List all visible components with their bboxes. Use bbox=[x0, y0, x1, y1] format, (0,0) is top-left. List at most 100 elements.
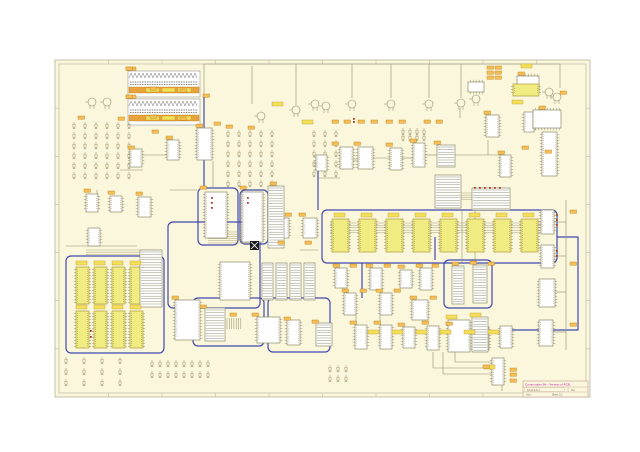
ic-chip[interactable] bbox=[300, 217, 320, 239]
connector[interactable] bbox=[261, 262, 274, 301]
ic-chip[interactable] bbox=[538, 244, 557, 269]
connector[interactable] bbox=[434, 174, 462, 209]
ram-chip[interactable] bbox=[128, 310, 145, 349]
connector[interactable] bbox=[471, 316, 489, 353]
transistor[interactable] bbox=[85, 97, 97, 109]
ic-chip[interactable] bbox=[417, 267, 435, 291]
ic-chip[interactable] bbox=[332, 267, 350, 289]
resistor-array[interactable] bbox=[64, 357, 122, 387]
ram-chip[interactable] bbox=[74, 310, 91, 349]
bus-outline[interactable] bbox=[65, 255, 165, 354]
ic-chip[interactable] bbox=[172, 299, 203, 341]
transistor[interactable] bbox=[550, 92, 562, 104]
ram-chip[interactable] bbox=[92, 310, 109, 349]
ram-chip[interactable] bbox=[74, 266, 91, 305]
transistor[interactable] bbox=[454, 98, 466, 110]
resistor-array[interactable] bbox=[328, 365, 348, 383]
ic-chip[interactable] bbox=[284, 319, 303, 346]
transistor[interactable] bbox=[422, 99, 434, 111]
transistor[interactable] bbox=[289, 105, 301, 117]
ic-chip[interactable] bbox=[313, 154, 330, 172]
ic-chip[interactable] bbox=[409, 299, 431, 321]
ic-chip[interactable] bbox=[400, 326, 418, 349]
ic-chip[interactable] bbox=[377, 292, 395, 316]
transistor[interactable] bbox=[254, 111, 266, 123]
ic-chip[interactable] bbox=[254, 316, 283, 344]
ic-chip[interactable] bbox=[489, 357, 507, 386]
resistor-array[interactable] bbox=[72, 122, 131, 180]
ic-chip[interactable] bbox=[341, 292, 359, 316]
ram-chip[interactable] bbox=[110, 266, 127, 305]
connector[interactable] bbox=[472, 264, 488, 304]
ic-chip[interactable] bbox=[497, 154, 514, 178]
resistor-array[interactable] bbox=[226, 130, 274, 188]
connector[interactable] bbox=[451, 265, 465, 305]
ram-chip[interactable] bbox=[110, 310, 127, 349]
edge-connector[interactable] bbox=[125, 66, 201, 98]
ic-chip[interactable] bbox=[377, 324, 395, 350]
ic-chip[interactable] bbox=[355, 146, 376, 170]
ram-chip[interactable] bbox=[357, 218, 378, 253]
transistor[interactable] bbox=[345, 99, 357, 111]
ic-chip[interactable] bbox=[217, 261, 253, 301]
transistor[interactable] bbox=[319, 101, 331, 113]
ram-chip[interactable] bbox=[438, 218, 459, 253]
ic-chip[interactable] bbox=[536, 278, 558, 308]
wire[interactable] bbox=[432, 352, 495, 369]
connector[interactable] bbox=[436, 144, 456, 168]
wire[interactable] bbox=[454, 352, 495, 363]
ic-chip[interactable] bbox=[83, 193, 101, 213]
ic-chip[interactable] bbox=[164, 139, 182, 161]
connector[interactable] bbox=[275, 262, 288, 301]
ic-chip[interactable] bbox=[85, 227, 103, 247]
ic-chip[interactable] bbox=[107, 195, 125, 213]
ic-chip[interactable] bbox=[135, 196, 154, 218]
connector[interactable] bbox=[303, 262, 316, 301]
ram-chip[interactable] bbox=[384, 218, 405, 253]
ram-chip[interactable] bbox=[411, 218, 432, 253]
resistor-network[interactable] bbox=[226, 318, 242, 329]
ic-chip[interactable] bbox=[483, 114, 502, 138]
ic-chip[interactable] bbox=[424, 325, 442, 351]
transistor[interactable] bbox=[100, 97, 112, 109]
ic-chip[interactable] bbox=[367, 267, 385, 291]
ic-chip[interactable] bbox=[539, 131, 560, 177]
crystal[interactable] bbox=[250, 241, 259, 250]
ic-chip[interactable] bbox=[127, 148, 145, 168]
ic-chip[interactable] bbox=[397, 269, 415, 289]
connector[interactable] bbox=[139, 249, 163, 308]
ic-chip[interactable] bbox=[387, 147, 405, 171]
bus-outline[interactable] bbox=[443, 259, 493, 309]
ram-chip[interactable] bbox=[330, 218, 351, 253]
ic-chip[interactable] bbox=[194, 127, 215, 161]
transistor[interactable] bbox=[542, 87, 554, 99]
transistor[interactable] bbox=[469, 94, 481, 106]
ic-chip[interactable] bbox=[202, 191, 230, 239]
ram-chip[interactable] bbox=[519, 218, 540, 253]
ram-chip[interactable] bbox=[511, 83, 541, 97]
ic-chip[interactable] bbox=[352, 324, 370, 350]
ic-chip[interactable] bbox=[538, 209, 557, 235]
connector[interactable] bbox=[267, 185, 285, 249]
ic-chip[interactable] bbox=[497, 325, 515, 349]
ic-chip[interactable] bbox=[532, 107, 562, 131]
transistor[interactable] bbox=[384, 99, 396, 111]
bus-outline[interactable] bbox=[197, 187, 239, 246]
connector[interactable] bbox=[315, 322, 333, 347]
connector[interactable] bbox=[289, 262, 302, 301]
ram-chip[interactable] bbox=[492, 218, 513, 253]
ic-chip[interactable] bbox=[445, 319, 473, 353]
ic-chip[interactable] bbox=[536, 319, 556, 347]
transistor[interactable] bbox=[308, 99, 320, 111]
connector[interactable] bbox=[204, 307, 226, 342]
resistor-array[interactable] bbox=[150, 360, 210, 379]
ic-chip[interactable] bbox=[521, 111, 537, 133]
ram-chip[interactable] bbox=[92, 266, 109, 305]
ic-chip[interactable] bbox=[467, 79, 485, 95]
edge-connector[interactable] bbox=[125, 94, 201, 126]
connector[interactable] bbox=[471, 187, 511, 211]
ic-chip[interactable] bbox=[337, 146, 356, 170]
ic-chip[interactable] bbox=[410, 142, 428, 168]
wire[interactable] bbox=[442, 352, 495, 375]
